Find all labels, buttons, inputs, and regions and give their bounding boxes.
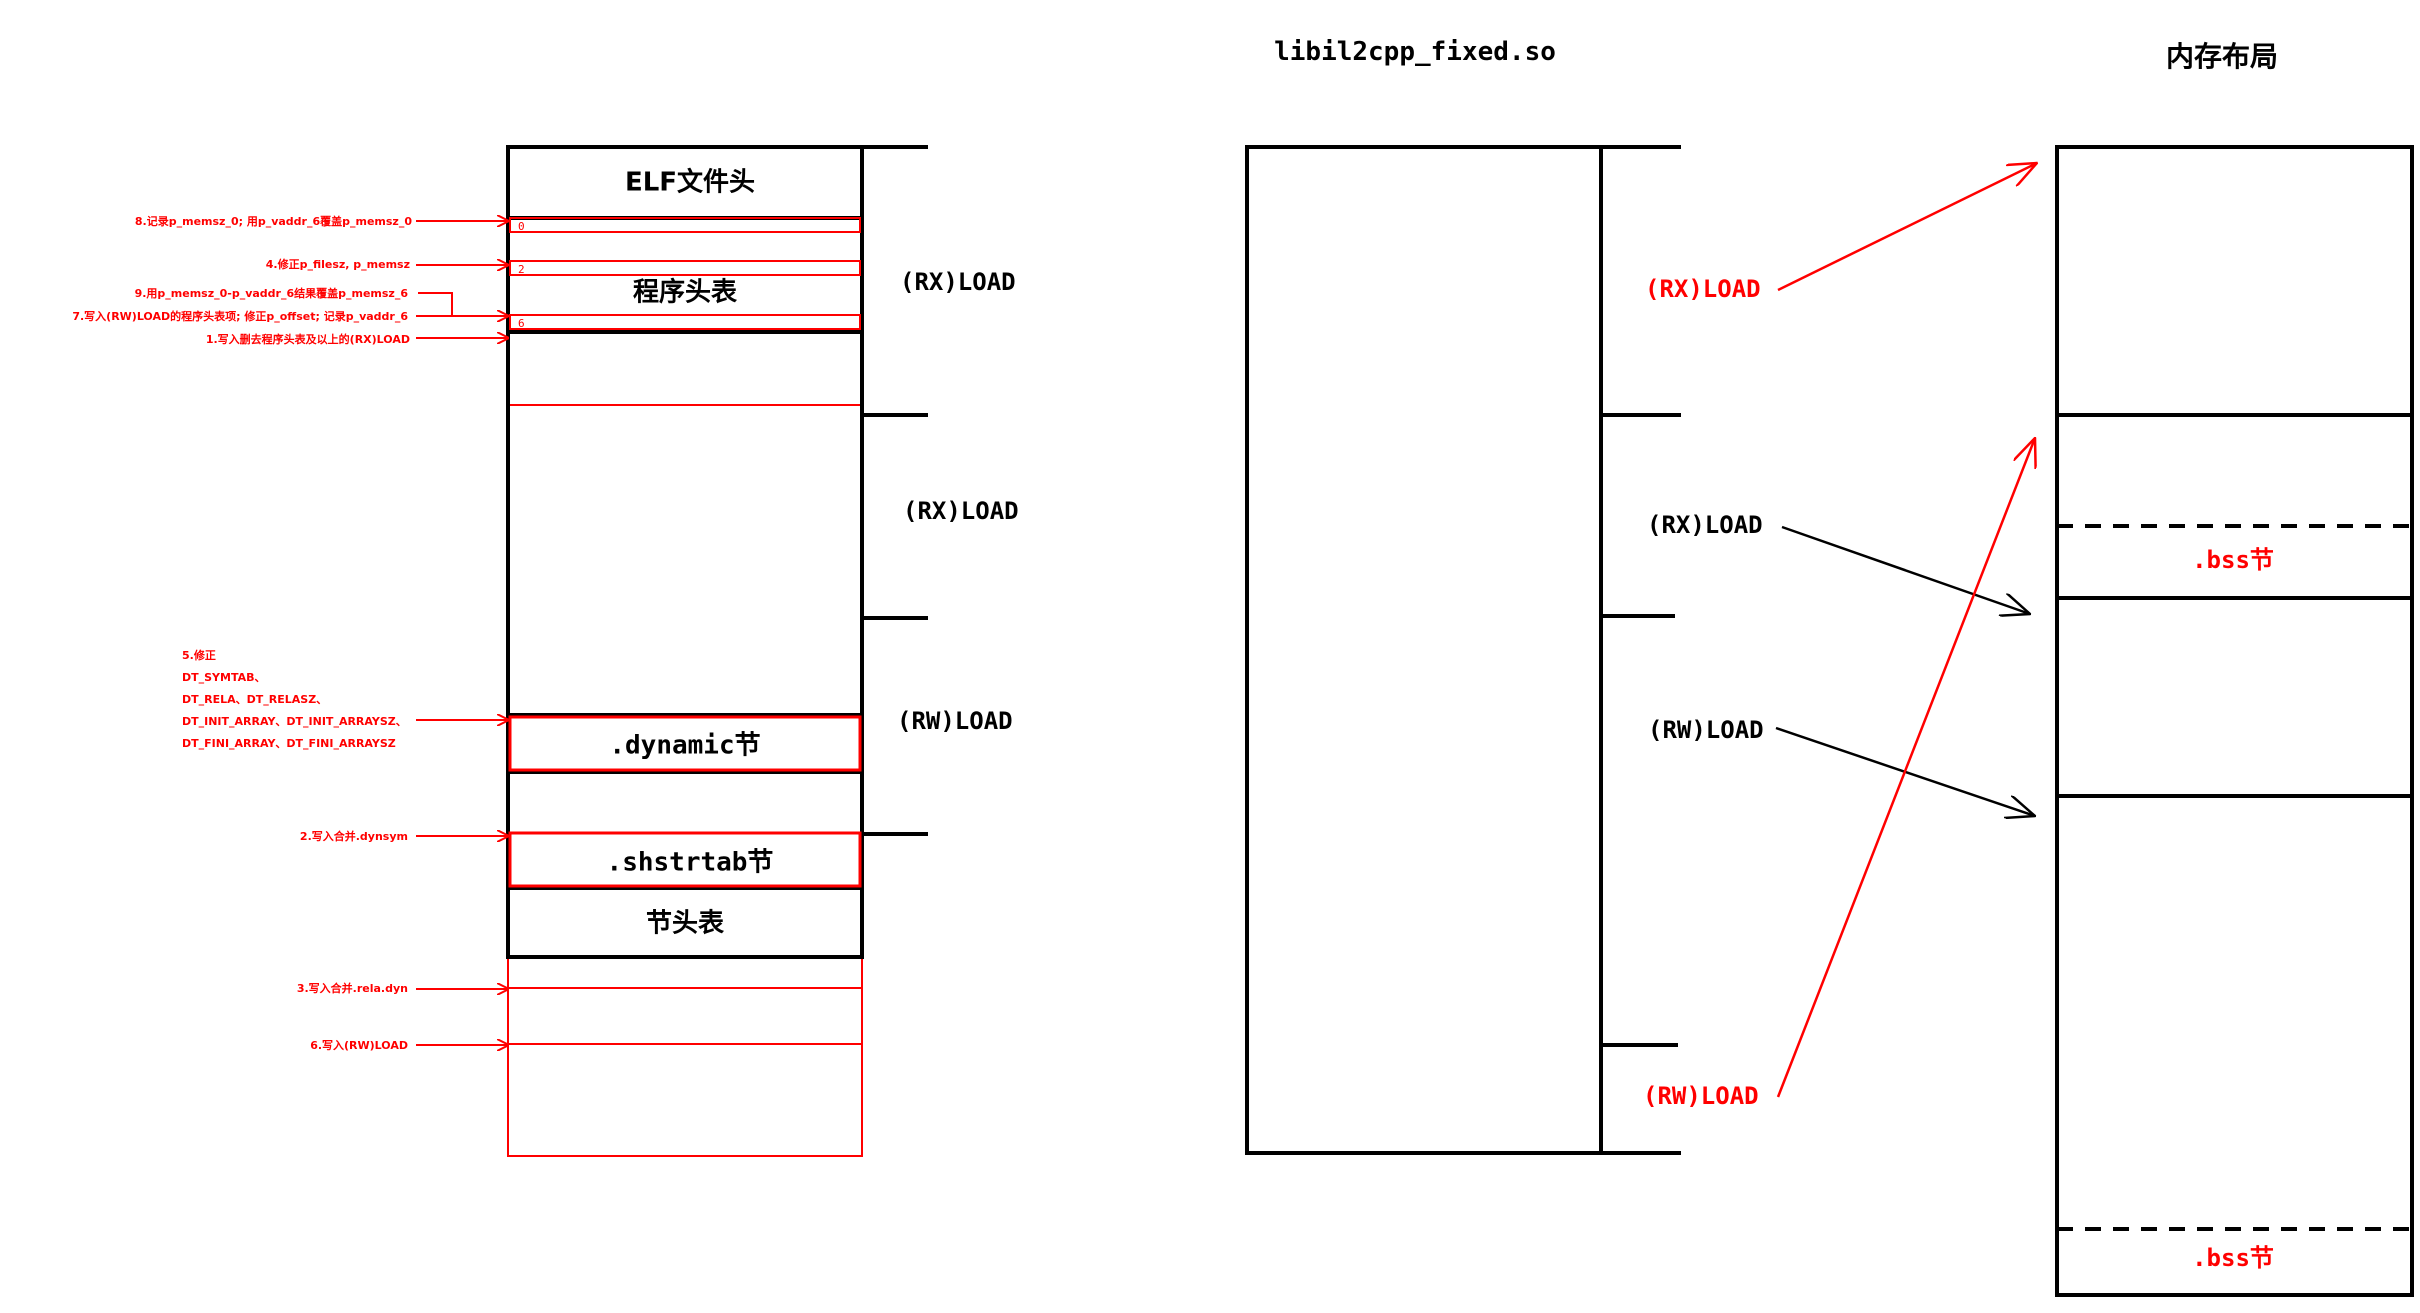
annotation-step5-line1: DT_SYMTAB、 — [182, 671, 266, 684]
middle-segment-rw-load-1: (RW)LOAD — [1648, 716, 1764, 744]
section-header-table-label: 节头表 — [646, 909, 725, 939]
annotations: 8.记录p_memsz_0; 用p_vaddr_6覆盖p_memsz_0 4.修… — [72, 214, 508, 1052]
annotation-step1: 1.写入删去程序头表及以上的(RX)LOAD — [206, 332, 410, 346]
bss-section-label-2: .bss节 — [2192, 1244, 2274, 1272]
dynamic-red-box — [508, 715, 862, 772]
file-body — [506, 145, 864, 959]
arrow-rw-load-2-to-memory — [1776, 438, 2035, 1098]
middle-title: libil2cpp_fixed.so — [1274, 37, 1556, 67]
arrow-rx-load-2-to-memory — [1781, 525, 2030, 614]
phdr-entry-0 — [509, 217, 861, 233]
memory-layout-title: 内存布局 — [2166, 40, 2278, 73]
annotation-step7: 7.写入(RW)LOAD的程序头表项; 修正p_offset; 记录p_vadd… — [72, 309, 408, 323]
annotation-step5-title: 5.修正 — [182, 648, 216, 662]
middle-segment-rx-load-1: (RX)LOAD — [1645, 275, 1761, 303]
phdr-index-2: 2 — [518, 263, 525, 276]
shstrtab-section-label: .shstrtab节 — [607, 848, 774, 878]
annotation-step5-line3: DT_INIT_ARRAY、DT_INIT_ARRAYSZ、 — [182, 715, 407, 728]
segment-rw-load: (RW)LOAD — [897, 707, 1013, 735]
middle-segment-rx-load-2: (RX)LOAD — [1647, 511, 1763, 539]
annotation-step9: 9.用p_memsz_0-p_vaddr_6结果覆盖p_memsz_6 — [135, 286, 409, 300]
bracket-step9 — [418, 292, 453, 316]
dynamic-section-label: .dynamic节 — [609, 731, 760, 761]
shstrtab-red-box — [508, 831, 862, 888]
fixed-so-body — [1245, 145, 1603, 1155]
elf-header-label: ELF文件头 — [625, 167, 755, 198]
segment-rx-load-2: (RX)LOAD — [903, 497, 1019, 525]
phdr-entry-6 — [509, 314, 861, 330]
arrow-rx-load-1-to-memory — [1777, 163, 2037, 292]
annotation-step3: 3.写入合并.rela.dyn — [297, 981, 408, 995]
phdr-index-0: 0 — [518, 220, 525, 233]
annotation-step5-line4: DT_FINI_ARRAY、DT_FINI_ARRAYSZ — [182, 737, 396, 750]
bss-section-label-1: .bss节 — [2192, 546, 2274, 574]
memory-layout-diagram: 内存布局 .bss节 .bss节 — [2055, 40, 2414, 1297]
phdr-entry-2 — [509, 260, 861, 276]
mapping-arrows — [1775, 163, 2037, 1098]
annotation-step5-line2: DT_RELA、DT_RELASZ、 — [182, 693, 327, 706]
program-header-table-label: 程序头表 — [633, 277, 738, 308]
annotation-step2: 2.写入合并.dynsym — [300, 829, 408, 843]
left-file-diagram: ELF文件头 程序头表 .dynamic节 .shstrtab节 节头表 0 2… — [72, 145, 1019, 1157]
middle-segment-rw-load-2: (RW)LOAD — [1643, 1082, 1759, 1110]
annotation-step6: 6.写入(RW)LOAD — [310, 1039, 408, 1052]
annotation-step8: 8.记录p_memsz_0; 用p_vaddr_6覆盖p_memsz_0 — [135, 214, 412, 228]
phdr-index-6: 6 — [518, 317, 525, 330]
memory-body — [2055, 145, 2414, 1297]
annotation-step4: 4.修正p_filesz, p_memsz — [266, 257, 410, 271]
segment-rx-load-1: (RX)LOAD — [900, 268, 1016, 296]
middle-file-diagram: libil2cpp_fixed.so (RX)LOAD (RX)LOAD (RW… — [1245, 37, 1764, 1155]
